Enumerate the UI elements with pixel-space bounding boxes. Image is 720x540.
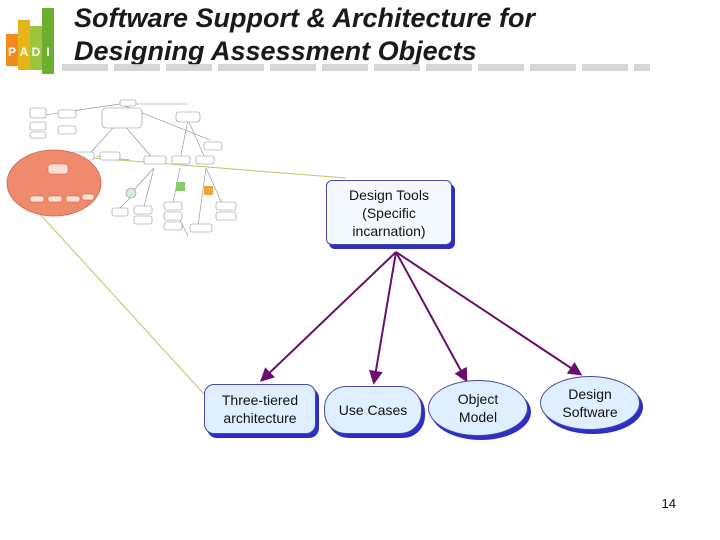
slide-title: Software Support & Architecture for Desi…: [74, 2, 714, 68]
logo-block-a: [18, 20, 30, 70]
leader-line-bottom: [37, 211, 205, 395]
arrow-to-use-cases: [368, 251, 397, 385]
arrow-to-three-tiered: [259, 251, 397, 382]
page-number: 14: [661, 496, 676, 511]
concept-map-nodes: [29, 99, 237, 233]
object-model-node: Object Model: [428, 380, 528, 436]
logo-block-d: [30, 26, 42, 70]
arrow-to-object-model: [395, 251, 468, 383]
design-tools-label: Design Tools: [349, 186, 429, 203]
thumbnail-green-square: [176, 182, 185, 191]
thumbnail-orange-square: [204, 186, 213, 195]
highlighted-region: [6, 149, 102, 217]
logo-letter-d: D: [32, 45, 41, 59]
logo-letter-a: A: [20, 45, 29, 59]
logo-block-p: [6, 34, 18, 66]
design-software-label-2: Software: [562, 404, 618, 420]
three-tiered-label-2: architecture: [223, 410, 297, 426]
design-tools-sub1: (Specific: [362, 204, 416, 221]
slide-title-line1: Software Support & Architecture for: [74, 3, 536, 33]
design-software-label-1: Design: [568, 386, 612, 402]
use-cases-label: Use Cases: [338, 402, 408, 418]
slide-title-line2: Designing Assessment Objects: [74, 36, 477, 66]
object-model-label-2: Model: [458, 409, 498, 425]
object-model-label-1: Object: [457, 391, 499, 407]
highlighted-region-nodes: [29, 163, 95, 203]
logo-letter-i: I: [46, 45, 49, 59]
three-tiered-architecture-node: Three-tiered architecture: [204, 384, 316, 434]
logo-block-i: [42, 8, 54, 74]
thumbnail-round-node: [125, 187, 137, 199]
use-cases-node: Use Cases: [324, 386, 422, 434]
design-tools-node: Design Tools (Specific incarnation): [326, 180, 452, 245]
design-tools-sub2: incarnation): [352, 222, 426, 239]
design-software-node: Design Software: [540, 376, 640, 430]
padi-logo: P A D I: [6, 8, 54, 74]
logo-letter-p: P: [8, 45, 16, 59]
three-tiered-label-1: Three-tiered: [221, 392, 299, 408]
arrow-to-design-software: [395, 251, 583, 376]
title-underline: [62, 64, 650, 71]
